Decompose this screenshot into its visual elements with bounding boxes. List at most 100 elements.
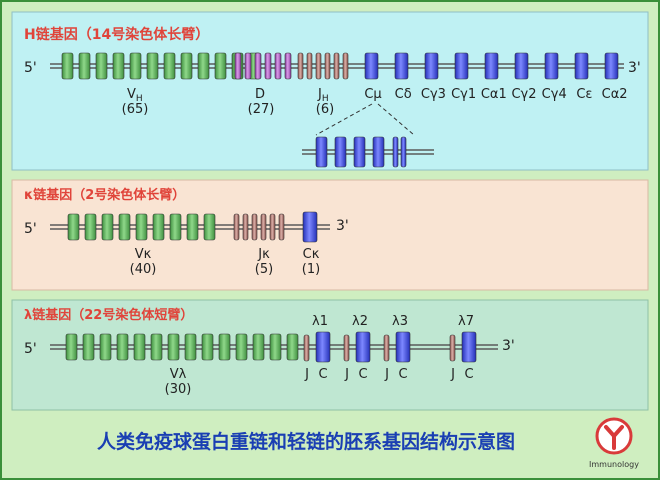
v-segment — [112, 52, 125, 80]
lambda-c-letter: C — [318, 367, 327, 382]
c-gene — [302, 211, 318, 243]
cmu-membrane-exon — [400, 136, 407, 168]
v-segment — [214, 52, 227, 80]
lambda-j-letter: J — [450, 367, 455, 382]
v-segment — [169, 213, 182, 241]
cmu-membrane-exon — [392, 136, 399, 168]
v-segment — [203, 213, 216, 241]
v-segment — [286, 333, 299, 361]
kappa-j-label: Jκ — [257, 247, 270, 262]
c-gene — [394, 52, 409, 80]
kappa-c-gene — [302, 211, 318, 243]
heavy-d-segments — [234, 52, 292, 80]
v-segment — [184, 333, 197, 361]
c-gene — [395, 331, 411, 363]
c-gene — [315, 331, 331, 363]
c-gene — [484, 52, 499, 80]
lambda-j-letter: J — [344, 367, 349, 382]
cmu-expansion-guides — [315, 103, 415, 136]
v-segment — [84, 213, 97, 241]
heavy-panel-title: H链基因（14号染色体长臂） — [24, 26, 209, 43]
j-segment — [324, 52, 331, 80]
immunology-logo: Immunology — [589, 417, 639, 469]
j-segment — [342, 52, 349, 80]
lambda-3prime-label: 3' — [502, 338, 515, 354]
heavy-d-label: D — [255, 87, 265, 102]
j-segment — [343, 334, 350, 362]
cmu-exons — [315, 136, 407, 168]
j-segment — [278, 213, 285, 241]
v-segment — [269, 333, 282, 361]
v-segment — [99, 333, 112, 361]
heavy-v-segments — [61, 52, 261, 80]
lambda-panel-title: λ链基因（22号染色体短臂） — [24, 307, 193, 323]
c-gene — [604, 52, 619, 80]
kappa-chain-panel — [11, 179, 649, 291]
j-segment — [297, 52, 304, 80]
v-segment — [118, 213, 131, 241]
c-gene — [461, 331, 477, 363]
kappa-3prime-label: 3' — [336, 218, 349, 234]
c-gene — [574, 52, 589, 80]
c-gene — [364, 52, 379, 80]
c-gene — [454, 52, 469, 80]
v-segment — [65, 333, 78, 361]
heavy-c-label: Cγ2 — [511, 87, 536, 102]
heavy-j-count: (6) — [316, 102, 334, 117]
j-segment — [383, 334, 390, 362]
lambda-c-letter: C — [398, 367, 407, 382]
heavy-c-label: Cγ1 — [451, 87, 476, 102]
j-segment — [251, 213, 258, 241]
lambda-v-label: Vλ — [170, 367, 187, 382]
cmu-exon — [334, 136, 347, 168]
j-segment — [233, 213, 240, 241]
d-segment — [264, 52, 272, 80]
kappa-v-label: Vκ — [135, 247, 152, 262]
lambda-v-count: (30) — [165, 382, 192, 397]
v-segment — [197, 52, 210, 80]
diagram-caption: 人类免疫球蛋白重链和轻链的胚系基因结构示意图 — [97, 430, 515, 453]
kappa-panel-title: κ链基因（2号染色体长臂） — [24, 187, 185, 203]
d-segment — [284, 52, 292, 80]
lambda-j-letter: J — [304, 367, 309, 382]
heavy-d-count: (27) — [248, 102, 275, 117]
v-segment — [82, 333, 95, 361]
lambda-v-segments — [65, 333, 299, 361]
lambda-c-letter: C — [464, 367, 473, 382]
v-segment — [67, 213, 80, 241]
lambda-5prime-label: 5' — [24, 341, 37, 357]
v-segment — [252, 333, 265, 361]
d-segment — [254, 52, 262, 80]
c-gene — [544, 52, 559, 80]
v-segment — [167, 333, 180, 361]
kappa-c-label: Cκ — [303, 247, 320, 262]
heavy-j-label: JH — [317, 87, 329, 104]
cmu-exon — [353, 136, 366, 168]
v-segment — [133, 333, 146, 361]
kappa-v-count: (40) — [130, 262, 157, 277]
kappa-v-segments — [67, 213, 216, 241]
v-segment — [101, 213, 114, 241]
cmu-exon — [372, 136, 385, 168]
v-segment — [163, 52, 176, 80]
c-gene — [424, 52, 439, 80]
heavy-v-count: (65) — [122, 102, 149, 117]
v-segment — [150, 333, 163, 361]
j-segment — [449, 334, 456, 362]
c-gene — [514, 52, 529, 80]
heavy-c-label: Cδ — [395, 87, 412, 102]
j-segment — [306, 52, 313, 80]
v-segment — [180, 52, 193, 80]
cmu-exon — [315, 136, 328, 168]
v-segment — [129, 52, 142, 80]
heavy-c-label: Cμ — [364, 87, 381, 102]
lambda-unit-label: λ3 — [392, 314, 408, 329]
v-segment — [95, 52, 108, 80]
v-segment — [152, 213, 165, 241]
j-segment — [269, 213, 276, 241]
heavy-c-label: Cα2 — [602, 87, 628, 102]
lambda-c-letter: C — [358, 367, 367, 382]
j-segment — [242, 213, 249, 241]
